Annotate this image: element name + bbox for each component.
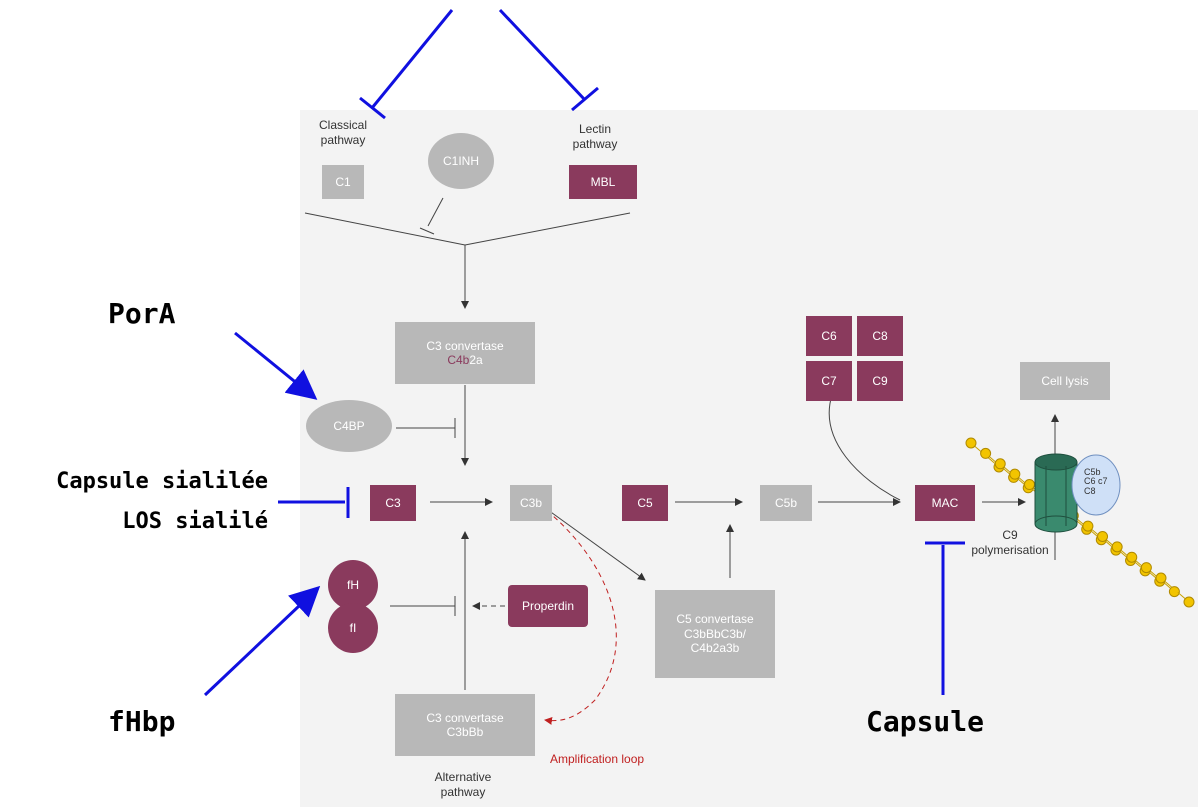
- c5b-node: C5b: [760, 485, 812, 521]
- pore-components-label: C5b C6 c7 C8: [1084, 467, 1108, 496]
- 2a-text: 2a: [469, 353, 483, 367]
- los-sialile-label: LOS sialilé: [122, 509, 268, 534]
- lipid-head: [1082, 520, 1094, 532]
- capsule-label: Capsule: [866, 705, 985, 738]
- fi-node: fI: [328, 603, 378, 653]
- lipid-head: [1126, 551, 1138, 563]
- c5-node: C5: [622, 485, 668, 521]
- fh-node: fH: [328, 560, 378, 610]
- c9-node: C9: [857, 361, 903, 401]
- flow-lines: [390, 385, 1059, 690]
- lipid-head: [1111, 541, 1123, 553]
- c7-node: C7: [806, 361, 852, 401]
- mac-node: MAC: [915, 485, 975, 521]
- c8-node: C8: [857, 316, 903, 356]
- c4b-text: C4b: [447, 353, 470, 367]
- lipid-head: [1097, 530, 1109, 542]
- lipid-head: [1023, 479, 1035, 491]
- amplification-loop-curve: [539, 504, 617, 725]
- alternative-pathway-label: Alternative pathway: [434, 770, 492, 799]
- pora-label: PorA: [108, 297, 176, 330]
- pathway-merge-lines: [304, 197, 631, 309]
- c6-node: C6: [806, 316, 852, 356]
- lipid-head: [994, 458, 1006, 470]
- lipid-head: [1140, 562, 1152, 574]
- c3-node: C3: [370, 485, 416, 521]
- mac-pore: [1034, 453, 1121, 533]
- lipid-head: [980, 447, 992, 459]
- mbl-node: MBL: [569, 165, 637, 199]
- blue-annotations: [203, 8, 965, 697]
- lipid-head: [1183, 596, 1195, 608]
- c3-convertase-alternative-node: C3 convertase C3bBb: [395, 694, 535, 756]
- c5-convertase-node: C5 convertase C3bBbC3b/ C4b2a3b: [655, 590, 775, 678]
- c1inh-node: C1INH: [428, 133, 494, 189]
- c3-convertase-title: C3 convertase: [426, 338, 504, 353]
- lipid-head: [1168, 586, 1180, 598]
- lipid-head: [1009, 468, 1021, 480]
- c1-node: C1: [322, 165, 364, 199]
- classical-pathway-label: Classical pathway: [318, 118, 367, 147]
- lipid-head: [1155, 572, 1167, 584]
- fhbp-label: fHbp: [108, 705, 176, 738]
- c3-convertase-formula: C4b2a: [447, 353, 482, 367]
- cell-lysis-node: Cell lysis: [1020, 362, 1110, 400]
- c3b-node: C3b: [510, 485, 552, 521]
- amplification-loop-label: Amplification loop: [550, 752, 645, 766]
- lectin-pathway-label: Lectin pathway: [572, 122, 618, 151]
- c4bp-node: C4BP: [306, 400, 392, 452]
- c3-convertase-classical-node: C3 convertase C4b2a: [395, 322, 535, 384]
- properdin-node: Properdin: [508, 585, 588, 627]
- c9-polymerisation-label: C9 polymerisation: [971, 528, 1049, 557]
- capsule-sialilee-label: Capsule sialilée: [56, 469, 268, 494]
- lipid-head: [965, 437, 977, 449]
